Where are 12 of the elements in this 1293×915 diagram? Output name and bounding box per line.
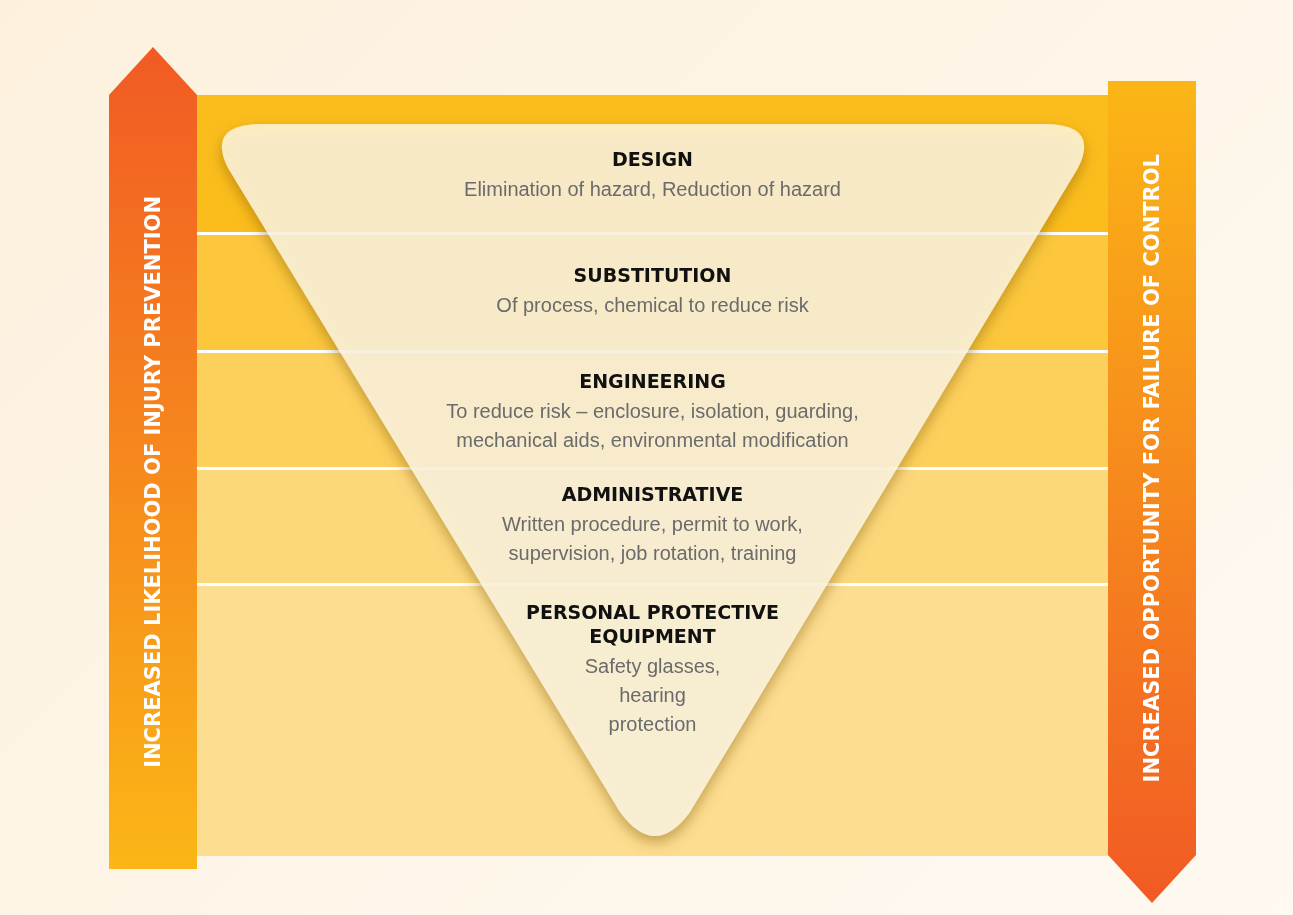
arrow-label: INCREASED OPPORTUNITY FOR FAILURE OF CONTROL <box>1140 154 1164 783</box>
level-heading: PERSONAL PROTECTIVE EQUIPMENT <box>525 600 780 648</box>
level-description: Safety glasses, hearing protection <box>583 654 722 737</box>
level-heading: ADMINISTRATIVE <box>561 482 744 506</box>
level-description: Elimination of hazard, Reduction of hazard <box>464 177 841 202</box>
level-heading: SUBSTITUTION <box>573 263 732 287</box>
level-description: To reduce risk – enclosure, isolation, guarding, mechanical aids, environmental modification <box>445 399 860 453</box>
level-heading: DESIGN <box>612 147 693 171</box>
level-heading: ENGINEERING <box>579 369 726 393</box>
arrow-label: INCREASED LIKELIHOOD OF INJURY PREVENTION <box>141 196 165 768</box>
level-description: Written procedure, permit to work, supervision, job rotation, training <box>501 512 804 566</box>
level-description: Of process, chemical to reduce risk <box>496 293 809 318</box>
